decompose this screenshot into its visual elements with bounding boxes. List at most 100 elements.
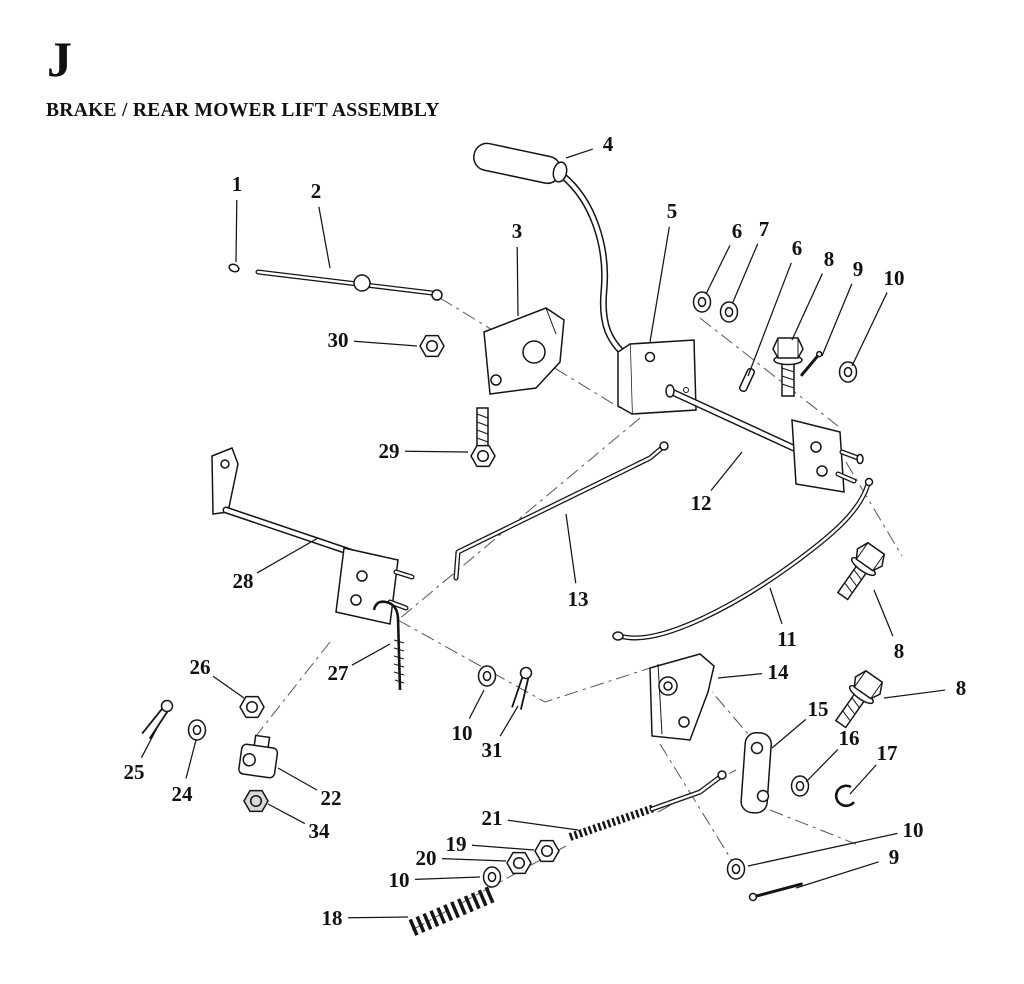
part-31-cotter-pin (511, 665, 534, 712)
callout-4-part-5: 5 (667, 199, 678, 223)
callout-27-part-25: 25 (124, 760, 145, 784)
leader-line-29-part-22 (277, 767, 318, 791)
leader-line-7-part-6 (747, 262, 792, 377)
leader-line-25-part-17 (849, 764, 877, 795)
callout-37-part-9: 9 (889, 845, 900, 869)
callout-21-part-14: 14 (768, 660, 790, 684)
leader-line-15-part-13 (565, 513, 577, 584)
leader-line-21-part-14 (717, 672, 763, 679)
callout-11-part-30: 30 (328, 328, 349, 352)
part-6-washer (692, 291, 712, 313)
part-4-lift-handle (473, 142, 638, 366)
leader-line-1-part-2 (318, 206, 331, 269)
leader-line-22-part-8 (883, 689, 946, 699)
leader-line-20-part-31 (499, 705, 519, 737)
callout-19-part-10: 10 (452, 721, 473, 745)
leader-line-16-part-11 (769, 587, 783, 625)
callout-16-part-11: 11 (777, 627, 797, 651)
part-10-washer-bottom (482, 866, 502, 888)
callout-3-part-3: 3 (512, 219, 523, 243)
part-15-link (740, 731, 772, 814)
part-10-washer-bottom-right (726, 858, 746, 880)
callout-1-part-2: 2 (311, 179, 322, 203)
leader-line-18-part-27 (351, 643, 391, 666)
leader-line-30-part-34 (267, 803, 306, 825)
part-19-nut (534, 839, 560, 863)
callout-32-part-19: 19 (446, 832, 467, 856)
leader-line-2-part-4 (565, 148, 594, 159)
leader-line-27-part-25 (140, 725, 159, 759)
leader-lines-layer (140, 148, 946, 919)
leader-line-19-part-10 (468, 689, 485, 720)
callout-28-part-24: 24 (172, 782, 194, 806)
leader-line-36-part-10 (747, 832, 898, 867)
callout-12-part-29: 29 (379, 439, 400, 463)
callout-0-part-1: 1 (232, 172, 243, 196)
leader-line-37-part-9 (795, 861, 879, 889)
callout-35-part-18: 18 (322, 906, 343, 930)
part-30-nut (419, 334, 445, 358)
part-7-washer (719, 301, 739, 323)
leader-line-5-part-6 (705, 245, 731, 295)
callout-29-part-22: 22 (321, 786, 342, 810)
part-8-bolt-lower (827, 667, 888, 734)
callout-8-part-8: 8 (824, 247, 835, 271)
leader-line-28-part-24 (185, 739, 197, 779)
leader-line-23-part-15 (771, 718, 807, 749)
part-26-nut (239, 695, 265, 719)
part-16-washer (790, 775, 810, 797)
callout-17-part-8: 8 (894, 639, 905, 663)
part-14-bracket (649, 653, 715, 741)
part-1-pin (228, 263, 240, 273)
callout-23-part-15: 15 (808, 697, 829, 721)
page-title: BRAKE / REAR MOWER LIFT ASSEMBLY (46, 100, 440, 121)
leader-line-17-part-8 (873, 589, 894, 637)
leader-line-6-part-7 (732, 243, 759, 303)
leader-line-3-part-3 (516, 246, 519, 317)
callout-9-part-9: 9 (853, 257, 864, 281)
part-28-lift-shaft (211, 447, 415, 625)
part-9-pin-top (800, 350, 823, 377)
leader-line-0-part-1 (235, 199, 238, 263)
part-6-spacer (738, 367, 756, 393)
part-27-j-bolt (372, 600, 405, 691)
part-17-retaining-ring (834, 784, 856, 808)
callout-7-part-6: 6 (792, 236, 803, 260)
part-5-bracket (617, 339, 697, 415)
callout-14-part-28: 28 (233, 569, 254, 593)
leader-line-4-part-5 (649, 226, 670, 343)
section-letter: J (47, 31, 72, 87)
callout-5-part-6: 6 (732, 219, 743, 243)
callout-31-part-21: 21 (482, 806, 503, 830)
part-13-rod (453, 441, 669, 581)
construction-lines (255, 297, 903, 931)
leader-line-34-part-10 (414, 876, 481, 881)
leader-line-35-part-18 (347, 916, 409, 919)
leader-line-13-part-12 (710, 451, 743, 491)
callout-6-part-7: 7 (759, 217, 770, 241)
callout-18-part-27: 27 (328, 661, 349, 685)
leader-line-11-part-30 (353, 340, 418, 347)
callout-2-part-4: 4 (603, 132, 614, 156)
part-9-pin-lower (748, 882, 803, 902)
callout-13-part-12: 12 (691, 491, 712, 515)
leader-line-14-part-28 (256, 537, 319, 574)
diagram-artwork (140, 142, 890, 936)
leader-line-32-part-19 (471, 844, 535, 851)
callout-22-part-8: 8 (956, 676, 967, 700)
leader-line-24-part-16 (805, 749, 839, 783)
part-10-washer-middle (477, 665, 497, 687)
part-10-washer-top (838, 361, 858, 383)
part-21-threaded-rod (568, 770, 727, 841)
part-34-nut (243, 789, 269, 813)
part-8-bolt-top (772, 337, 804, 397)
callout-20-part-31: 31 (482, 738, 503, 762)
callout-26-part-26: 26 (190, 655, 211, 679)
callout-33-part-20: 20 (416, 846, 437, 870)
leader-line-26-part-26 (212, 675, 245, 699)
callout-25-part-17: 17 (877, 741, 898, 765)
callout-30-part-34: 34 (309, 819, 331, 843)
part-25-cotter-pin (140, 696, 176, 743)
